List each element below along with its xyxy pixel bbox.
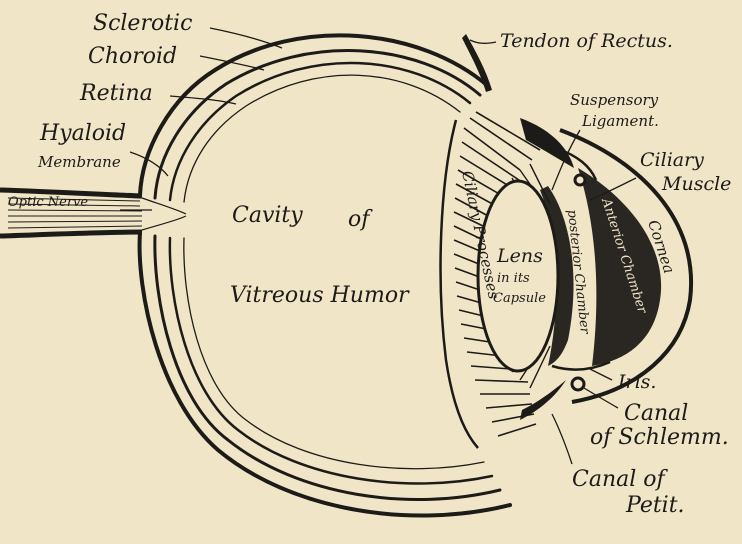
label-iris: Iris. — [617, 371, 656, 393]
label-retina: Retina — [79, 81, 153, 106]
label-cavity-line1: Cavity — [232, 203, 303, 228]
label-canal-schlemm-line1: Canal — [624, 401, 688, 426]
label-lens-line2: in its — [497, 271, 530, 286]
label-sclerotic: Sclerotic — [93, 11, 192, 36]
label-tendon-of-rectus: Tendon of Rectus. — [500, 30, 673, 52]
label-ciliary-muscle-line1: Ciliary — [640, 149, 704, 171]
canal-of-schlemm — [572, 378, 584, 390]
label-lens-line3: Capsule — [493, 291, 546, 306]
label-choroid: Choroid — [88, 44, 177, 69]
label-canal-petit-line2: Petit. — [625, 493, 685, 518]
label-ciliary-muscle-line2: Muscle — [661, 173, 731, 195]
label-canal-schlemm-line2: of Schlemm. — [590, 425, 729, 450]
label-hyaloid-line2: Membrane — [37, 153, 121, 171]
label-optic-nerve: Optic Nerve — [8, 195, 88, 210]
label-suspensory-line1: Suspensory — [570, 91, 659, 109]
label-suspensory-line2: Ligament. — [581, 112, 659, 130]
canal-of-schlemm-upper — [575, 175, 585, 185]
label-vitreous-humor: Vitreous Humor — [230, 283, 410, 308]
label-lens-line1: Lens — [496, 245, 543, 267]
label-hyaloid-line1: Hyaloid — [39, 121, 126, 146]
label-canal-petit-line1: Canal of — [572, 467, 669, 492]
